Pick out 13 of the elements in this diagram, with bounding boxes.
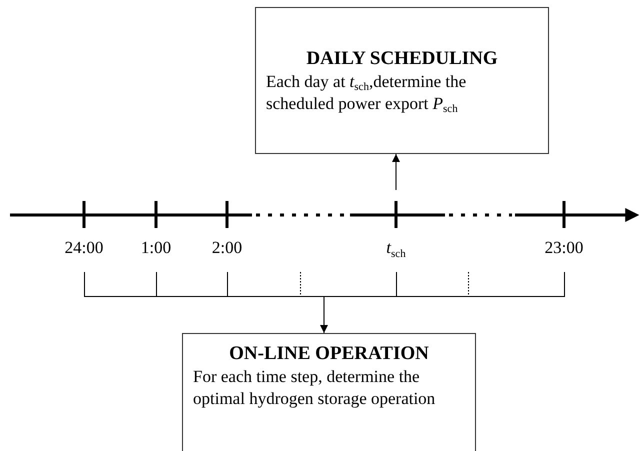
- box-heading: DAILY SCHEDULING: [306, 46, 498, 70]
- time-label: 1:00: [140, 238, 172, 258]
- process-box: [182, 333, 476, 451]
- time-label: t$_{sch}$: [386, 238, 406, 258]
- arrow: [392, 154, 400, 190]
- process-box: [255, 7, 549, 154]
- time-label: 24:00: [64, 238, 104, 258]
- box-heading: ON-LINE OPERATION: [229, 342, 429, 366]
- box-description: Each day at t$_{sch}$,determine the scheduled power export P$_{sch}$: [266, 70, 468, 114]
- arrow: [320, 296, 328, 334]
- box-description: For each time step, determine the optimal hydrogen storage operation: [193, 366, 436, 410]
- time-label: 23:00: [544, 238, 584, 258]
- time-label: 2:00: [212, 238, 242, 258]
